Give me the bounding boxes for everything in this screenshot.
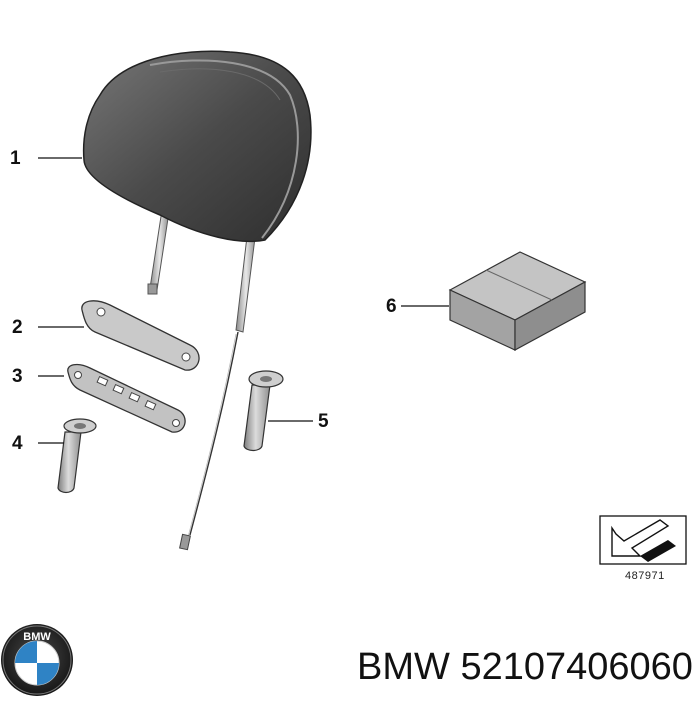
view-direction-arrow-icon [599,515,687,565]
box-drawing [448,251,587,352]
sleeve-drawing [243,370,284,452]
brand-name: BMW [357,646,450,688]
callout-3: 3 [12,366,23,387]
part-number: 52107406060 [460,646,693,688]
callout-2: 2 [12,317,23,338]
rod-drawing [179,331,239,551]
callout-4: 4 [12,433,23,454]
bracket-drawing [67,363,186,433]
leader-lines [38,157,449,444]
plate-drawing [81,300,200,371]
callout-5: 5 [318,411,329,432]
headrest-drawing [82,50,312,333]
bmw-logo: BMW [1,624,73,696]
bmw-logo-letters: BMW [23,631,51,643]
callout-6: 6 [386,296,397,317]
part-number-label: BMW 52107406060 [357,648,693,686]
sleeve-drawing [57,418,97,494]
callout-1: 1 [10,148,21,169]
reference-number: 487971 [625,570,665,582]
